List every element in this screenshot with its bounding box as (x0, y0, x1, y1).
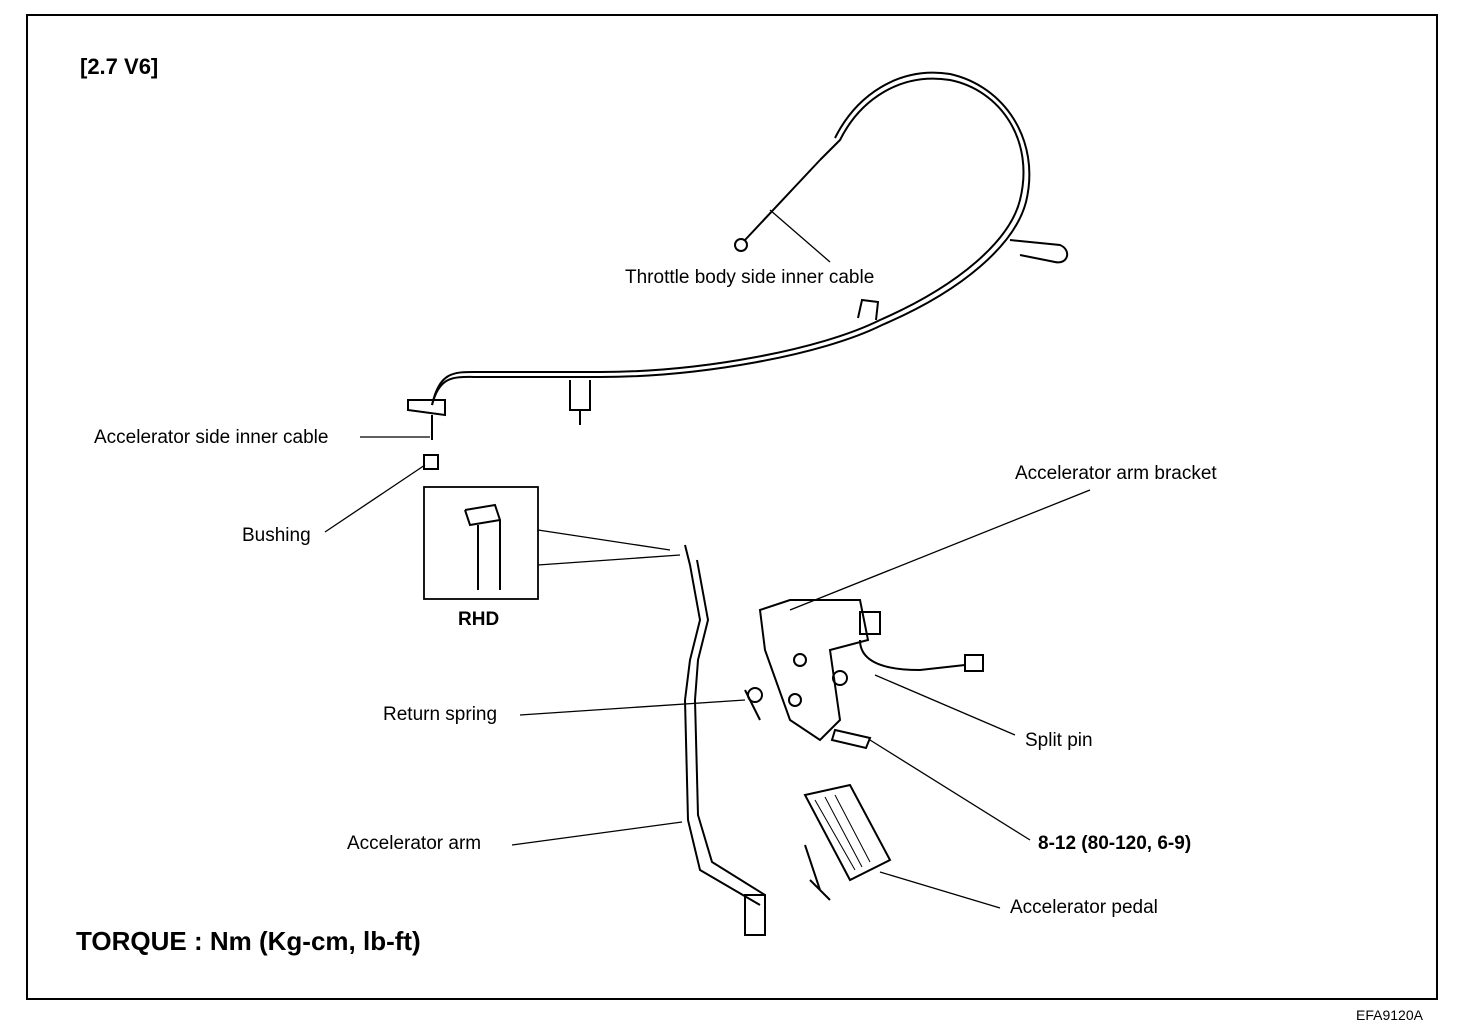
label-accel-arm: Accelerator arm (347, 833, 482, 854)
diagram-frame (26, 14, 1438, 1000)
label-split-pin: Split pin (1025, 730, 1093, 751)
leader-throttle-cable (769, 209, 831, 263)
throttle-inner-cable (744, 159, 821, 241)
label-throttle-inner-cable: Throttle body side inner cable (625, 267, 875, 288)
accelerator-arm (683, 544, 761, 906)
label-accel-pedal: Accelerator pedal (1010, 897, 1158, 918)
label-accel-inner-cable: Accelerator side inner cable (94, 427, 329, 448)
leader-bushing (324, 464, 426, 533)
leader-torque (869, 739, 1031, 841)
torque-legend: TORQUE : Nm (Kg-cm, lb-ft) (76, 926, 421, 956)
label-bushing: Bushing (242, 525, 311, 546)
label-return-spring: Return spring (383, 704, 498, 725)
leader-pedal (879, 871, 1001, 909)
leader-return-spring (519, 699, 746, 716)
outer-cable (431, 77, 1025, 406)
leader-arm (511, 821, 683, 846)
label-torque-spec: 8-12 (80-120, 6-9) (1038, 833, 1192, 854)
rhd-inset-box (423, 486, 539, 600)
figure-code: EFA9120A (1356, 1007, 1423, 1023)
accelerator-pedal (803, 783, 892, 882)
leader-split-pin (874, 674, 1016, 736)
variant-title: [2.7 V6] (80, 54, 159, 79)
label-arm-bracket: Accelerator arm bracket (1015, 463, 1217, 484)
label-rhd: RHD (458, 609, 500, 630)
leader-arm-bracket (789, 489, 1091, 611)
arm-bracket (758, 599, 870, 742)
